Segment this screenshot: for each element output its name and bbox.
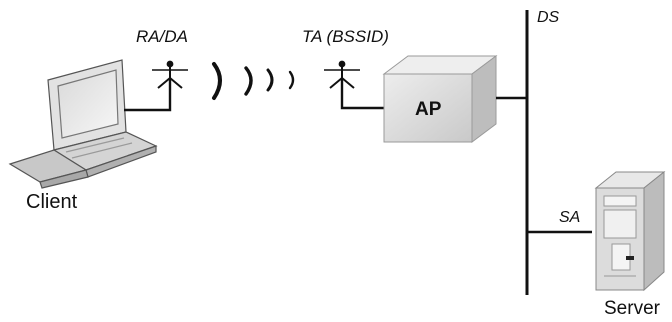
server-tower-icon <box>594 170 666 292</box>
server-label: Server <box>604 298 661 319</box>
ra-da-label: RA/DA <box>136 27 188 46</box>
laptop-icon <box>8 59 158 189</box>
radio-waves-icon <box>212 62 295 100</box>
antenna-ap-link <box>340 80 384 110</box>
ta-bssid-label: TA (BSSID) <box>302 27 389 46</box>
client-antenna-icon <box>152 60 188 89</box>
client-label: Client <box>26 191 78 213</box>
ap-label: AP <box>415 99 442 120</box>
ap-antenna-icon <box>324 60 360 89</box>
access-point-box <box>382 55 498 143</box>
sa-label: SA <box>559 209 580 226</box>
ds-label: DS <box>537 9 560 26</box>
client-antenna-link <box>124 80 172 112</box>
